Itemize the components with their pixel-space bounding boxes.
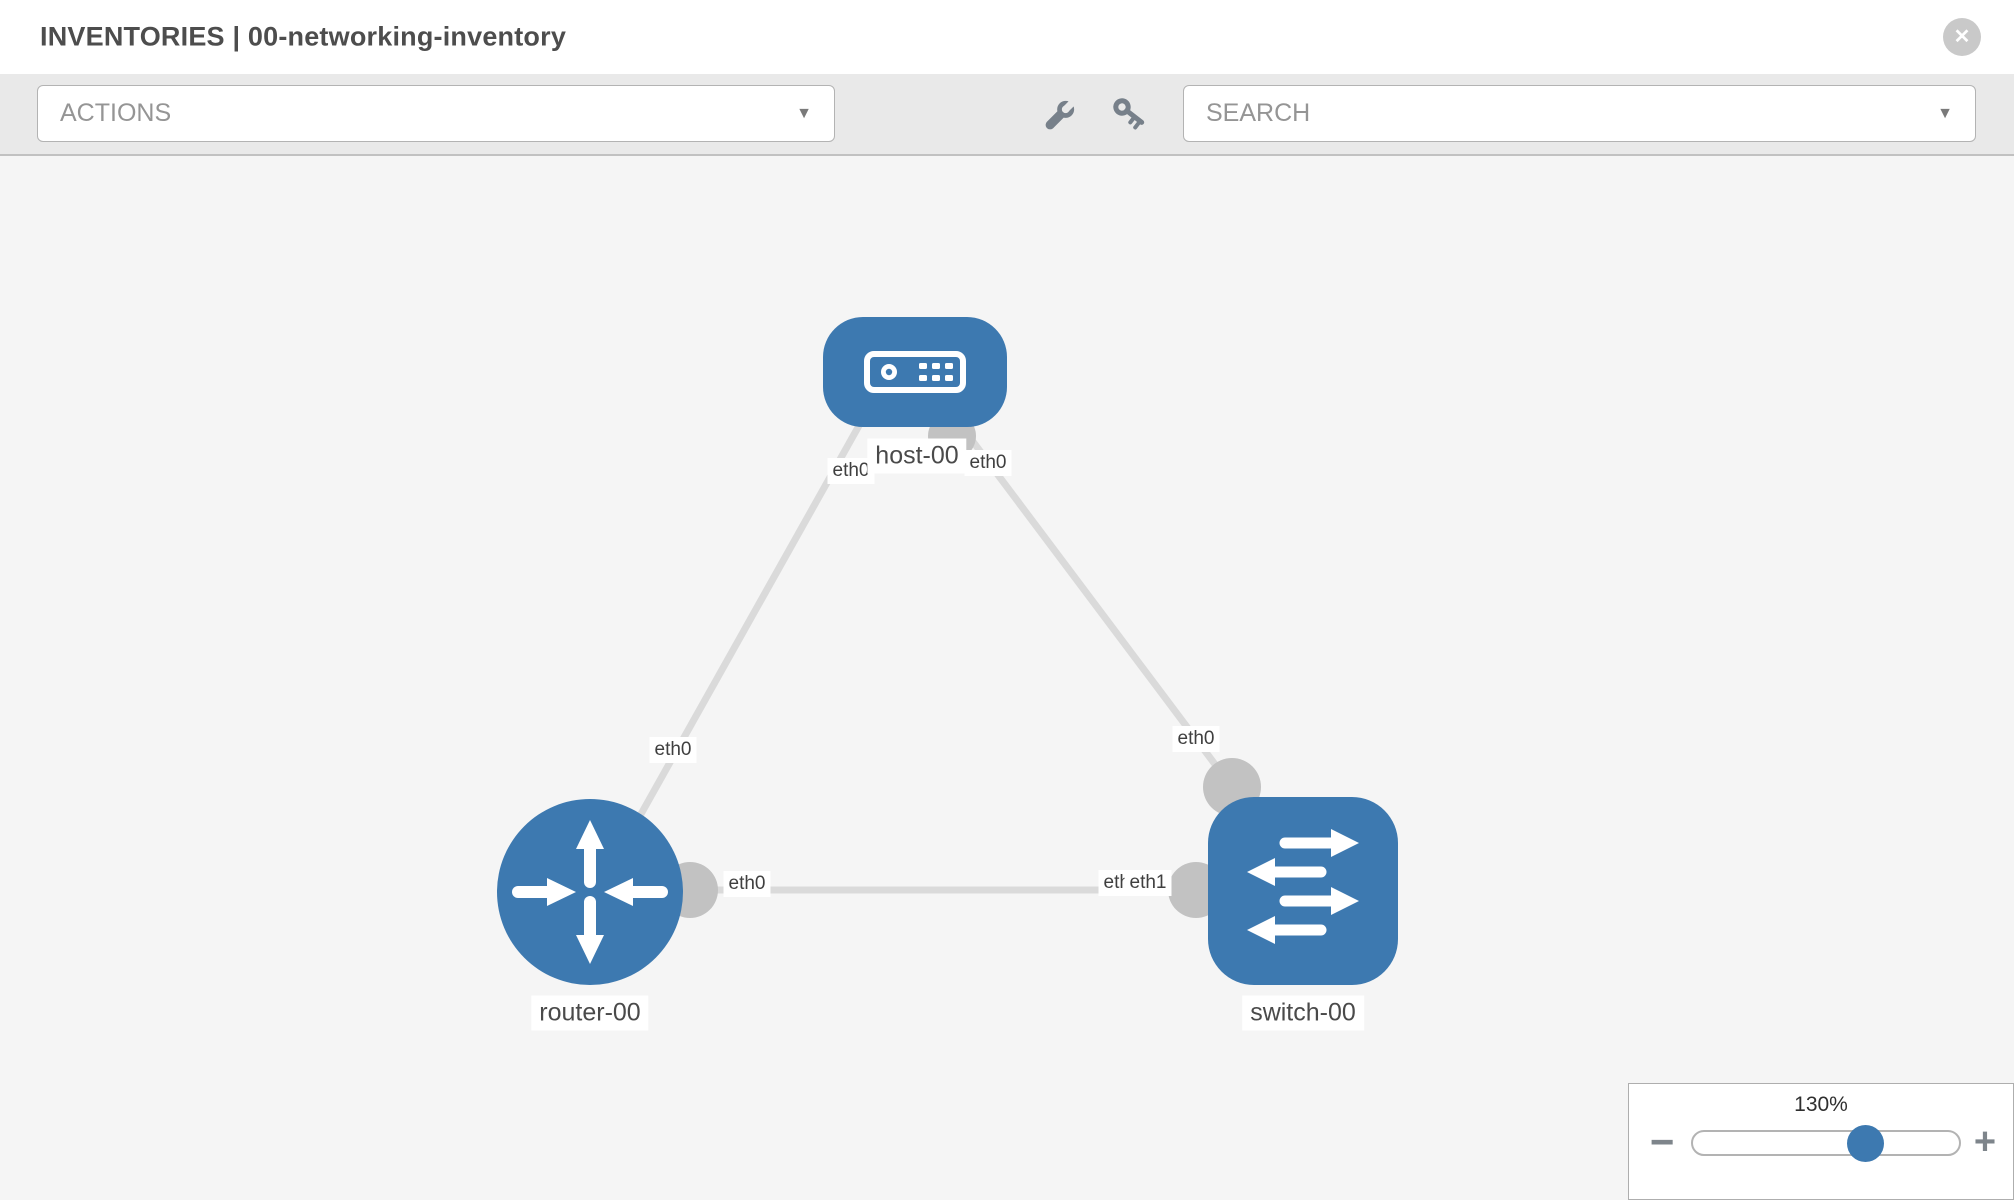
node-label-host-00: host-00 <box>867 438 967 474</box>
zoom-in-button[interactable]: + <box>1974 1123 1996 1161</box>
interface-label-router-eth0-top: eth0 <box>649 737 697 763</box>
key-icon <box>1113 98 1145 130</box>
node-label-switch-00: switch-00 <box>1242 995 1364 1031</box>
node-switch-00[interactable] <box>1208 797 1398 985</box>
toolbar-icon-group <box>1042 74 1148 154</box>
link-group <box>591 404 1300 898</box>
toolbar: ACTIONS ▼ <box>0 74 2014 156</box>
connector-group <box>662 412 1261 918</box>
search-dropdown[interactable]: SEARCH ▼ <box>1183 85 1976 142</box>
zoom-out-button[interactable]: − <box>1650 1121 1675 1163</box>
host-icon <box>864 351 966 393</box>
configure-button[interactable] <box>1042 96 1078 132</box>
topology-canvas[interactable]: eth0 eth0 eth0 eth0 eth0 eth0 eth1 host-… <box>0 156 2014 1200</box>
node-router-00[interactable] <box>497 799 683 985</box>
interface-label-host-eth0-right: eth0 <box>964 450 1012 476</box>
close-icon: ✕ <box>1953 26 1971 48</box>
router-icon <box>512 820 668 964</box>
actions-dropdown-label: ACTIONS <box>60 99 172 127</box>
minus-icon: − <box>1649 1118 1675 1165</box>
zoom-panel: 130% − + <box>1628 1083 2014 1200</box>
interface-label-host-eth0-left: eth0 <box>827 458 875 484</box>
header: INVENTORIES | 00-networking-inventory ✕ <box>0 0 2014 74</box>
actions-dropdown[interactable]: ACTIONS ▼ <box>37 85 835 142</box>
node-label-router-00: router-00 <box>531 995 649 1031</box>
interface-label-switch-eth1: eth1 <box>1124 870 1172 896</box>
search-dropdown-label: SEARCH <box>1206 99 1311 127</box>
switch-icon <box>1247 829 1359 944</box>
wrench-icon <box>1045 99 1076 130</box>
zoom-slider-knob[interactable] <box>1847 1125 1884 1162</box>
zoom-level-label: 130% <box>1794 1093 1848 1116</box>
page-title: INVENTORIES | 00-networking-inventory <box>40 21 567 52</box>
caret-down-icon: ▼ <box>796 104 812 122</box>
interface-label-switch-eth0-top: eth0 <box>1172 726 1220 752</box>
plus-icon: + <box>1973 1121 1997 1163</box>
node-host-00[interactable] <box>823 317 1007 427</box>
credentials-button[interactable] <box>1112 96 1148 132</box>
close-button[interactable]: ✕ <box>1943 18 1981 56</box>
interface-label-router-eth0: eth0 <box>723 871 771 897</box>
caret-down-icon: ▼ <box>1937 104 1953 122</box>
zoom-slider[interactable] <box>1691 1125 1961 1162</box>
